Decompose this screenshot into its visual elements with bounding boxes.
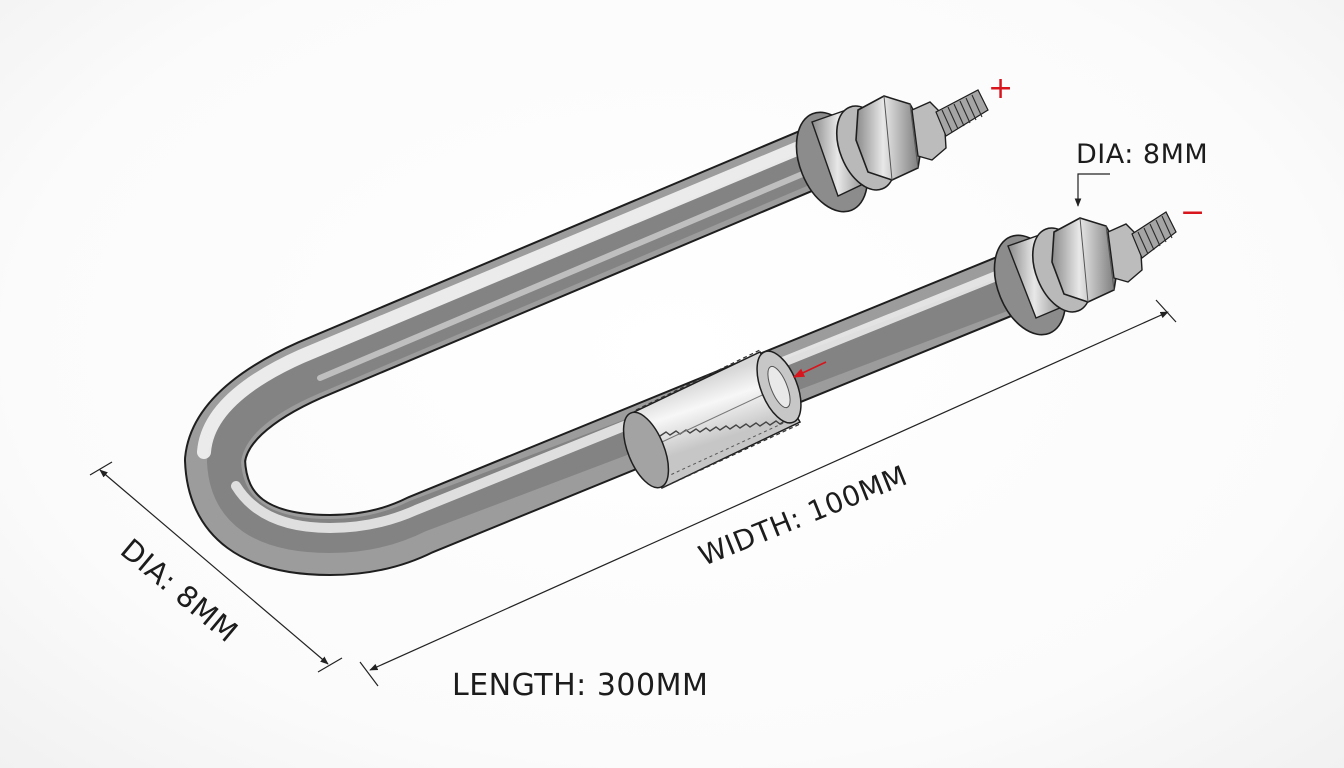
length-label: LENGTH: 300MM <box>452 668 709 703</box>
terminal-positive <box>795 89 989 213</box>
negative-terminal-label: − <box>1180 195 1206 230</box>
top-diameter-label: DIA: 8MM <box>1076 139 1209 170</box>
dim-length-line <box>369 311 1169 671</box>
positive-terminal-label: + <box>988 71 1014 106</box>
dimension-lines <box>89 173 1177 687</box>
dim-left-dia-line <box>99 469 329 665</box>
terminal-negative <box>993 211 1177 336</box>
dim-top-dia-leader <box>1074 173 1110 207</box>
